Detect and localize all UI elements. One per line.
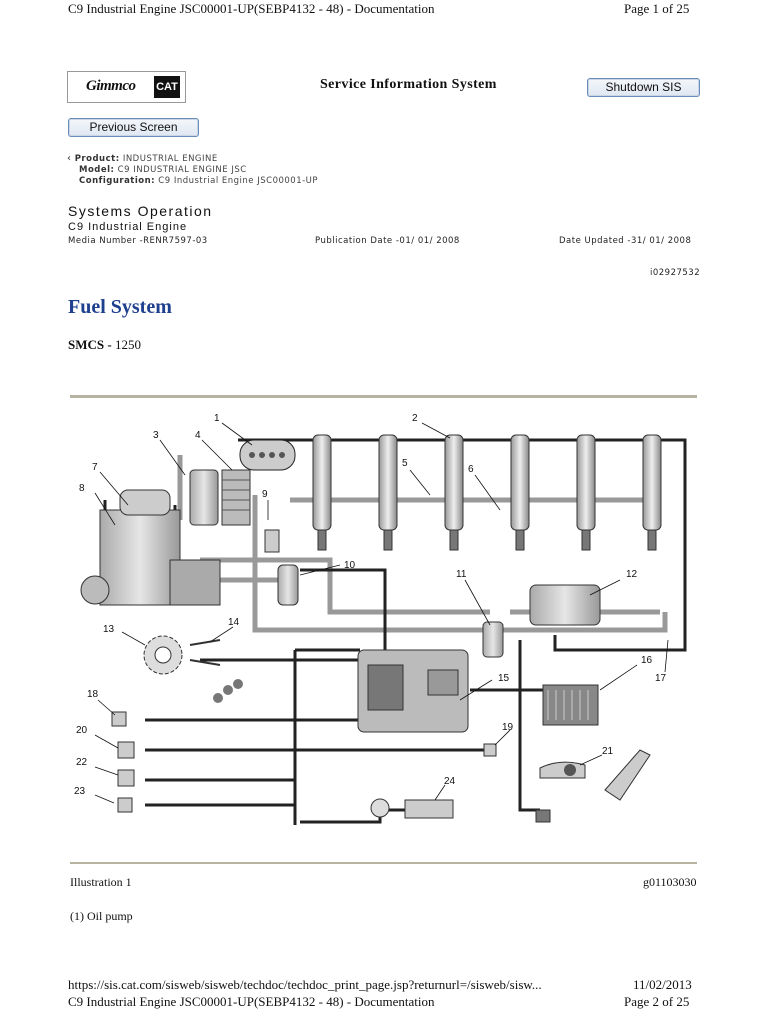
- illustration-caption: Illustration 1: [70, 875, 132, 889]
- media-number: Media Number -RENR7597-03: [68, 236, 208, 246]
- cat-logo: CAT: [154, 76, 180, 98]
- callout-7: 7: [92, 462, 98, 473]
- callout-11: 11: [456, 569, 467, 580]
- rule-top: [70, 395, 697, 398]
- illustration-graphic-id: g01103030: [643, 875, 697, 889]
- doc-id: i02927532: [650, 268, 701, 278]
- model-label: Model:: [79, 165, 115, 175]
- product-label: Product:: [74, 154, 120, 164]
- product-info: ‹ Product: INDUSTRIAL ENGINE Model: C9 I…: [67, 153, 318, 187]
- print-header-title: C9 Industrial Engine JSC00001-UP(SEBP413…: [68, 1, 435, 16]
- callout-23: 23: [74, 786, 86, 797]
- callout-19: 19: [502, 722, 514, 733]
- callout-10: 10: [344, 560, 356, 571]
- callout-15: 15: [498, 673, 510, 684]
- system-title: Service Information System: [320, 77, 497, 92]
- print-footer-title: C9 Industrial Engine JSC00001-UP(SEBP413…: [68, 994, 435, 1009]
- callout-24: 24: [444, 776, 456, 787]
- callout-4: 4: [195, 430, 201, 441]
- callout-labels: 1 2 3 4 5 6 7 8 9 10 11 12 13 14 15 16 1…: [74, 413, 667, 797]
- callout-18: 18: [87, 689, 99, 700]
- print-header-page: Page 1 of 25: [624, 1, 690, 16]
- callout-2: 2: [412, 413, 418, 424]
- rule-bottom: [70, 862, 697, 864]
- chevron-left-icon[interactable]: ‹: [67, 153, 72, 164]
- publication-date: Publication Date -01/ 01/ 2008: [315, 236, 460, 246]
- gimmco-logo-text: Gimmco: [86, 78, 136, 94]
- shutdown-sis-button[interactable]: Shutdown SIS: [587, 78, 700, 97]
- config-value: C9 Industrial Engine JSC00001-UP: [158, 176, 319, 186]
- config-label: Configuration:: [79, 176, 156, 186]
- print-footer-date: 11/02/2013: [633, 977, 692, 992]
- print-footer-url: https://sis.cat.com/sisweb/sisweb/techdo…: [68, 977, 542, 992]
- callout-21: 21: [602, 746, 614, 757]
- callout-17: 17: [655, 673, 667, 684]
- doc-heading: Systems Operation: [68, 203, 213, 219]
- gimmco-logo: Gimmco CAT: [67, 71, 186, 103]
- callout-6: 6: [468, 464, 474, 475]
- smcs-value: 1250: [114, 337, 141, 352]
- section-title: Fuel System: [68, 296, 172, 318]
- product-value: INDUSTRIAL ENGINE: [122, 154, 218, 164]
- callout-12: 12: [626, 569, 638, 580]
- legend-item-1: (1) Oil pump: [70, 909, 133, 923]
- callout-9: 9: [262, 489, 268, 500]
- print-footer-page: Page 2 of 25: [624, 994, 690, 1009]
- callout-13: 13: [103, 624, 115, 635]
- previous-screen-button[interactable]: Previous Screen: [68, 118, 199, 137]
- callout-14: 14: [228, 617, 240, 628]
- callout-3: 3: [153, 430, 159, 441]
- callout-5: 5: [402, 458, 408, 469]
- callout-8: 8: [79, 483, 85, 494]
- callout-16: 16: [641, 655, 653, 666]
- smcs-label: SMCS -: [68, 337, 112, 352]
- smcs-line: SMCS - 1250: [68, 337, 141, 353]
- callout-1: 1: [214, 413, 220, 424]
- date-updated: Date Updated -31/ 01/ 2008: [559, 236, 692, 246]
- model-value: C9 INDUSTRIAL ENGINE JSC: [117, 165, 247, 175]
- doc-subheading: C9 Industrial Engine: [68, 221, 188, 233]
- fuel-system-diagram: 1 2 3 4 5 6 7 8 9 10 11 12 13 14 15 16 1…: [74, 413, 687, 825]
- callout-20: 20: [76, 725, 88, 736]
- callout-22: 22: [76, 757, 88, 768]
